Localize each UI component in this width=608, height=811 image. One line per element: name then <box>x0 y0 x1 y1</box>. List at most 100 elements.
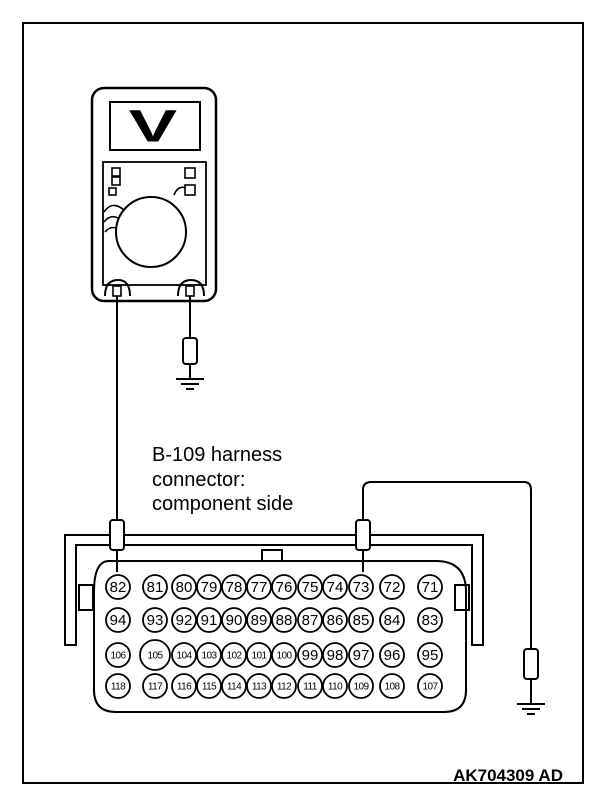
pin-82: 82 <box>105 574 131 600</box>
pin-circle <box>246 642 272 668</box>
pin-label: 94 <box>110 612 127 629</box>
pin-circle <box>379 607 405 633</box>
pin-97: 97 <box>348 642 374 668</box>
pin-label: 91 <box>201 612 218 629</box>
pin-label: 99 <box>302 647 319 664</box>
pin-circle <box>379 642 405 668</box>
pin-101: 101 <box>246 642 272 668</box>
pin-76: 76 <box>271 574 297 600</box>
pin-label: 79 <box>201 579 218 596</box>
pin-label: 81 <box>147 579 164 596</box>
pin-label: 95 <box>422 647 439 664</box>
pin-label: 89 <box>251 612 268 629</box>
pin-86: 86 <box>322 607 348 633</box>
pin-105: 105 <box>139 639 171 671</box>
probe-plug-icon <box>523 648 539 703</box>
pin-102: 102 <box>221 642 247 668</box>
ground-icon <box>517 703 545 715</box>
pin-label: 93 <box>147 612 164 629</box>
pin-108: 108 <box>379 673 405 699</box>
pin-115: 115 <box>196 673 222 699</box>
pin-circle <box>322 607 348 633</box>
pin-circle <box>297 673 323 699</box>
pin-circle <box>322 574 348 600</box>
pin-label: 90 <box>226 612 243 629</box>
pin-98: 98 <box>322 642 348 668</box>
pin-circle <box>196 574 222 600</box>
pin-label: 108 <box>385 682 401 693</box>
probe-plug-82 <box>109 519 125 572</box>
pin-circle <box>105 642 131 668</box>
pin-label: 77 <box>251 579 268 596</box>
pin-110: 110 <box>322 673 348 699</box>
pin-109: 109 <box>348 673 374 699</box>
pin-77: 77 <box>246 574 272 600</box>
pin-111: 111 <box>297 673 323 699</box>
pin-113: 113 <box>246 673 272 699</box>
pin-71: 71 <box>417 574 443 600</box>
pin-79: 79 <box>196 574 222 600</box>
pin-106: 106 <box>105 642 131 668</box>
pin-circle <box>196 673 222 699</box>
pin-label: 110 <box>328 682 343 693</box>
pin-circle <box>271 574 297 600</box>
caption-line-1: B-109 harness <box>152 444 282 466</box>
pin-103: 103 <box>196 642 222 668</box>
pin-label: 71 <box>422 579 439 596</box>
pin-circle <box>221 642 247 668</box>
multimeter-icon <box>90 86 218 303</box>
pin-label: 117 <box>148 682 163 693</box>
pin-circle <box>322 642 348 668</box>
pin-99: 99 <box>297 642 323 668</box>
pin-73: 73 <box>348 574 374 600</box>
pin-circle <box>348 673 374 699</box>
pin-label: 76 <box>276 579 293 596</box>
pin-95: 95 <box>417 642 443 668</box>
pin-circle <box>171 642 197 668</box>
pin-label: 84 <box>384 612 401 629</box>
pin-circle <box>142 673 168 699</box>
pin-label: 104 <box>177 651 193 662</box>
pin-93: 93 <box>142 607 168 633</box>
pin-label: 96 <box>384 647 401 664</box>
pin-112: 112 <box>271 673 297 699</box>
pin-label: 105 <box>148 651 164 662</box>
pin-circle <box>271 673 297 699</box>
pin-label: 72 <box>384 579 401 596</box>
pin-circle <box>417 574 443 600</box>
pin-label: 92 <box>176 612 193 629</box>
pin-104: 104 <box>171 642 197 668</box>
jumper-wire <box>362 481 532 649</box>
pin-circle <box>246 607 272 633</box>
probe-plug-icon <box>182 337 198 378</box>
pin-label: 107 <box>423 682 439 693</box>
pin-circle <box>139 639 171 671</box>
pin-circle <box>246 574 272 600</box>
pin-100: 100 <box>271 642 297 668</box>
pin-72: 72 <box>379 574 405 600</box>
pin-118: 118 <box>105 673 131 699</box>
pin-label: 78 <box>226 579 243 596</box>
pin-label: 112 <box>277 682 292 693</box>
pin-circle <box>379 673 405 699</box>
pin-circle <box>271 642 297 668</box>
pin-label: 73 <box>353 579 370 596</box>
pin-circle <box>417 642 443 668</box>
pin-107: 107 <box>417 673 443 699</box>
pin-75: 75 <box>297 574 323 600</box>
pin-circle <box>246 673 272 699</box>
pin-81: 81 <box>142 574 168 600</box>
pin-circle <box>196 642 222 668</box>
pin-94: 94 <box>105 607 131 633</box>
pin-circle <box>105 607 131 633</box>
caption-line-2: connector: <box>152 469 245 491</box>
pin-label: 102 <box>227 651 243 662</box>
pin-84: 84 <box>379 607 405 633</box>
pin-circle <box>271 607 297 633</box>
pin-circle <box>297 607 323 633</box>
pin-label: 88 <box>276 612 293 629</box>
pin-circle <box>142 574 168 600</box>
pin-circle <box>196 607 222 633</box>
pin-89: 89 <box>246 607 272 633</box>
